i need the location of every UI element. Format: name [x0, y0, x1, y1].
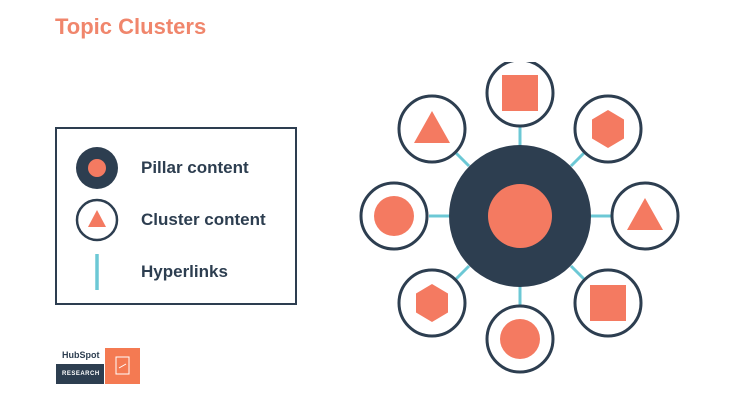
hyperlink: [452, 149, 471, 168]
hyperlink: [569, 149, 588, 168]
legend-box: Pillar content Cluster content Hyperlink…: [55, 127, 297, 305]
cluster-node-top-right-hexagon: [573, 94, 643, 164]
cluster-node-top-square: [485, 62, 555, 128]
legend-label-cluster: Cluster content: [141, 210, 266, 229]
cluster-node-bottom-circle: [485, 304, 555, 374]
cluster-node-left-circle: [359, 181, 429, 251]
legend-item-hyperlinks: Hyperlinks: [73, 250, 228, 294]
legend-label-hyperlinks: Hyperlinks: [141, 262, 228, 281]
pillar-icon: [73, 146, 121, 190]
hubspot-research-logo: HubSpot RESEARCH: [56, 346, 140, 384]
hyperlink: [452, 264, 471, 283]
cluster-node-right-triangle: [610, 181, 680, 251]
page-title: Topic Clusters: [55, 14, 207, 39]
topic-cluster-diagram: [359, 62, 680, 374]
document-icon: [105, 348, 140, 384]
legend-item-pillar: Pillar content: [73, 146, 249, 190]
legend-label-pillar: Pillar content: [141, 158, 249, 177]
cluster-node-top-left-triangle: [397, 94, 467, 164]
pillar-node: [449, 145, 591, 287]
logo-tag: RESEARCH: [56, 364, 104, 384]
cluster-icon: [73, 198, 121, 242]
cluster-node-bottom-right-square: [573, 268, 643, 338]
hyperlink-icon: [73, 250, 121, 294]
hyperlink: [569, 264, 588, 283]
logo-brand: HubSpot: [62, 350, 100, 360]
cluster-node-bottom-left-hexagon: [397, 268, 467, 338]
legend-item-cluster: Cluster content: [73, 198, 266, 242]
